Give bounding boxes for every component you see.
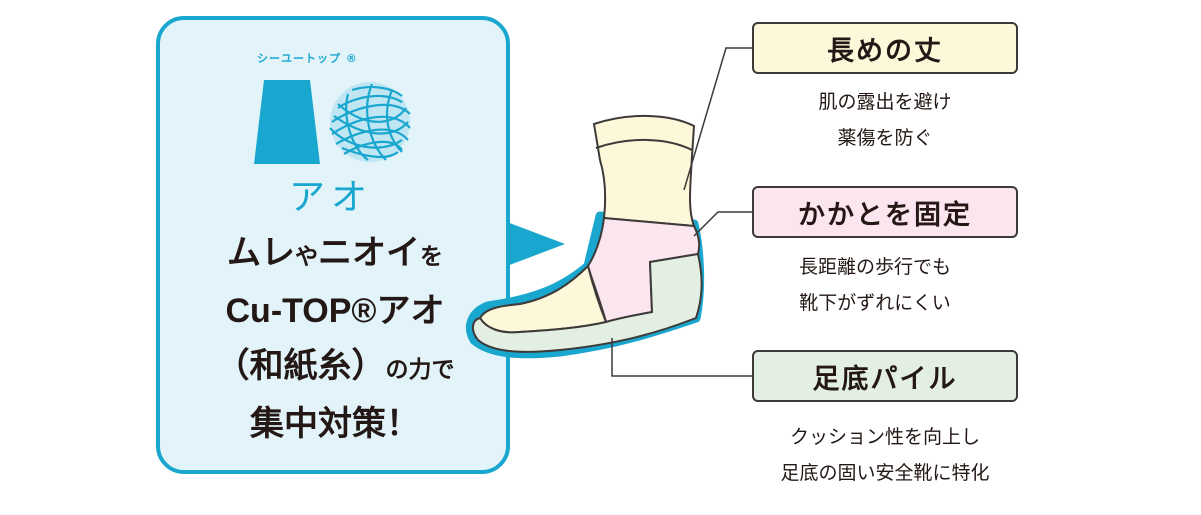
headline-line-2: Cu-TOP®アオ	[225, 292, 445, 330]
feature-desc-heel-fix: 長距離の歩行でも 靴下がずれにくい	[798, 256, 951, 314]
feature-desc-long-length: 肌の露出を避け 薬傷を防ぐ	[818, 91, 952, 149]
info-panel	[156, 16, 510, 474]
brand-name-ao: アオ	[288, 177, 373, 218]
feature-desc-sole-pile: クッション性を向上し 足底の固い安全靴に特化	[780, 426, 990, 484]
feature-label-long-length: 長めの丈	[752, 22, 1018, 74]
headline-line-3: （和紙糸）の力で	[215, 347, 455, 385]
brand-ruby-text: シーユートップ ®	[257, 52, 358, 65]
panel-pointer-arrow	[507, 222, 565, 266]
headline: ムレやニオイを Cu-TOP®アオ （和紙糸）の力で 集中対策！	[172, 226, 498, 452]
headline-line-1: ムレやニオイを	[227, 234, 443, 272]
feature-label-heel-fix: かかとを固定	[752, 186, 1018, 238]
headline-line-4: 集中対策！	[250, 405, 420, 443]
cu-top-logo-icon	[254, 80, 411, 164]
feature-label-sole-pile: 足底パイル	[752, 350, 1018, 402]
